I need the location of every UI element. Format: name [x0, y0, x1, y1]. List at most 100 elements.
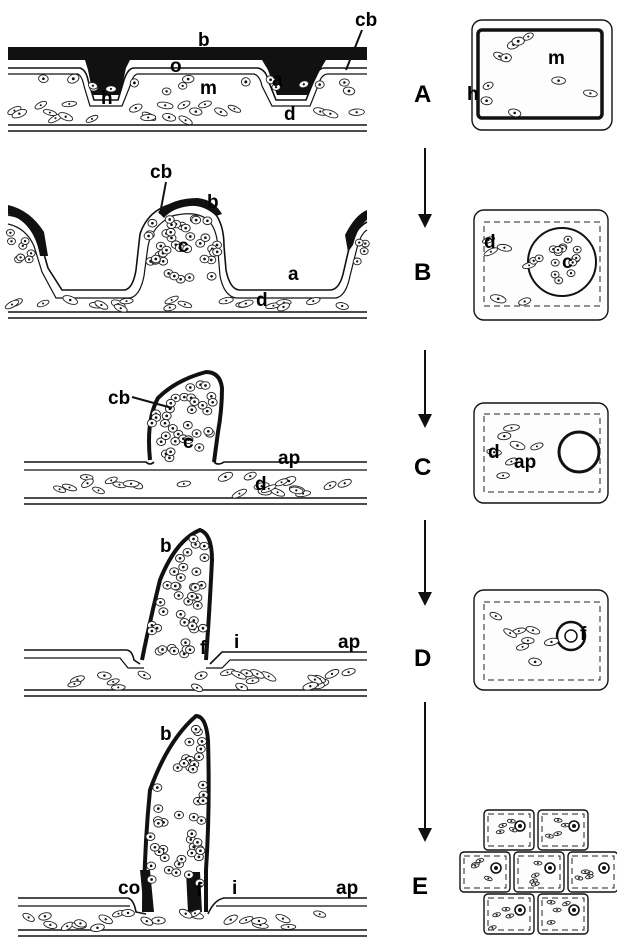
cell-nucleus — [538, 257, 540, 259]
cell-nucleus — [575, 257, 577, 259]
tile — [484, 810, 534, 850]
cell-nucleus — [240, 686, 242, 688]
cell-nucleus — [533, 260, 535, 262]
cell-nucleus — [150, 878, 153, 881]
cell-nucleus — [127, 912, 129, 914]
cell-nucleus — [202, 794, 205, 797]
cell-nucleus — [505, 56, 508, 59]
cell-nucleus — [186, 551, 189, 554]
cell-nucleus — [341, 305, 343, 307]
cell-nucleus — [195, 432, 198, 435]
arrow-d-to-e — [418, 702, 432, 842]
cell-nucleus — [158, 850, 161, 853]
cell-nucleus — [364, 242, 366, 244]
cell-nucleus — [287, 926, 289, 928]
cell-nucleus — [487, 878, 489, 880]
cell-nucleus — [550, 901, 552, 903]
cell-nucleus — [206, 410, 209, 413]
inset-c-d: d — [488, 442, 500, 463]
stage-d-cross-section — [24, 530, 367, 696]
cell-nucleus — [157, 822, 160, 825]
cell-nucleus — [184, 641, 187, 644]
cell-nucleus — [192, 768, 195, 771]
cell-nucleus — [576, 248, 578, 250]
cell-nucleus — [186, 424, 189, 427]
cell-nucleus — [103, 674, 105, 676]
cell-nucleus — [554, 273, 556, 275]
cell-nucleus — [157, 807, 160, 810]
cell-nucleus — [502, 475, 504, 477]
tile — [538, 810, 588, 850]
cell-nucleus — [154, 258, 157, 261]
cell-nucleus — [198, 755, 201, 758]
cell-nucleus — [184, 912, 186, 914]
cell-nucleus — [567, 238, 569, 240]
inset-a-h: h — [467, 84, 479, 105]
stage-b-letter: B — [414, 259, 431, 286]
cell-nucleus — [281, 481, 283, 483]
cell-nucleus — [588, 876, 590, 878]
cell-nucleus — [18, 112, 20, 114]
cell-nucleus — [201, 740, 204, 743]
cell-nucleus — [534, 883, 536, 885]
label-a-d: d — [284, 104, 296, 125]
cell-nucleus — [258, 920, 260, 922]
cell-nucleus — [303, 83, 305, 85]
cell-nucleus — [510, 460, 512, 462]
cell-nucleus — [182, 566, 185, 569]
cell-nucleus — [174, 585, 177, 588]
cell-nucleus — [499, 831, 501, 833]
cell-nucleus — [220, 111, 222, 113]
cell-nucleus — [49, 112, 51, 114]
cell-nucleus — [202, 627, 205, 630]
cell-nucleus — [155, 416, 158, 419]
cell-nucleus — [133, 81, 136, 84]
cell-nucleus — [66, 925, 68, 927]
label-e-i: i — [232, 878, 237, 899]
cell-nucleus — [151, 222, 154, 225]
cell-nucleus — [550, 921, 552, 923]
cell-nucleus — [491, 927, 493, 929]
cell-nucleus — [179, 278, 182, 281]
cell-nucleus — [110, 479, 112, 481]
cell-nucleus — [517, 40, 520, 43]
cell-nucleus — [198, 856, 201, 859]
cell-nucleus — [190, 852, 193, 855]
cell-nucleus — [194, 586, 197, 589]
cell-nucleus — [49, 924, 51, 926]
cell-nucleus — [183, 762, 186, 765]
stage-e-cross-section — [18, 716, 367, 936]
cell-nucleus — [554, 262, 556, 264]
cell-nucleus — [188, 873, 191, 876]
cell-nucleus — [164, 104, 166, 106]
cell-nucleus — [200, 584, 203, 587]
cell-nucleus — [120, 307, 122, 309]
cell-nucleus — [233, 108, 235, 110]
cell-nucleus — [86, 482, 88, 484]
inset-a — [472, 20, 612, 130]
cell-nucleus — [104, 918, 106, 920]
cell-nucleus — [256, 673, 258, 675]
cell-nucleus — [216, 251, 219, 254]
cell-nucleus — [550, 641, 552, 643]
cell-nucleus — [171, 427, 174, 430]
cell-nucleus — [282, 917, 284, 919]
cell-nucleus — [196, 841, 199, 844]
cell-nucleus — [28, 916, 30, 918]
cell-nucleus — [282, 306, 284, 308]
tile — [514, 852, 564, 892]
cell-nucleus — [76, 679, 78, 681]
cell-nucleus — [167, 272, 170, 275]
inset-d — [474, 590, 608, 690]
cell-nucleus — [173, 650, 176, 653]
cell-nucleus — [309, 685, 311, 687]
cell-nucleus — [118, 913, 120, 915]
cell-nucleus — [162, 260, 165, 263]
progression-arrows — [418, 148, 432, 842]
cell-nucleus — [194, 912, 196, 914]
cell-nucleus — [200, 674, 202, 676]
cell-nucleus — [204, 236, 207, 239]
stage-c-letter: C — [414, 454, 431, 481]
cell-nucleus — [204, 384, 207, 387]
label-e-ap: ap — [336, 878, 358, 899]
